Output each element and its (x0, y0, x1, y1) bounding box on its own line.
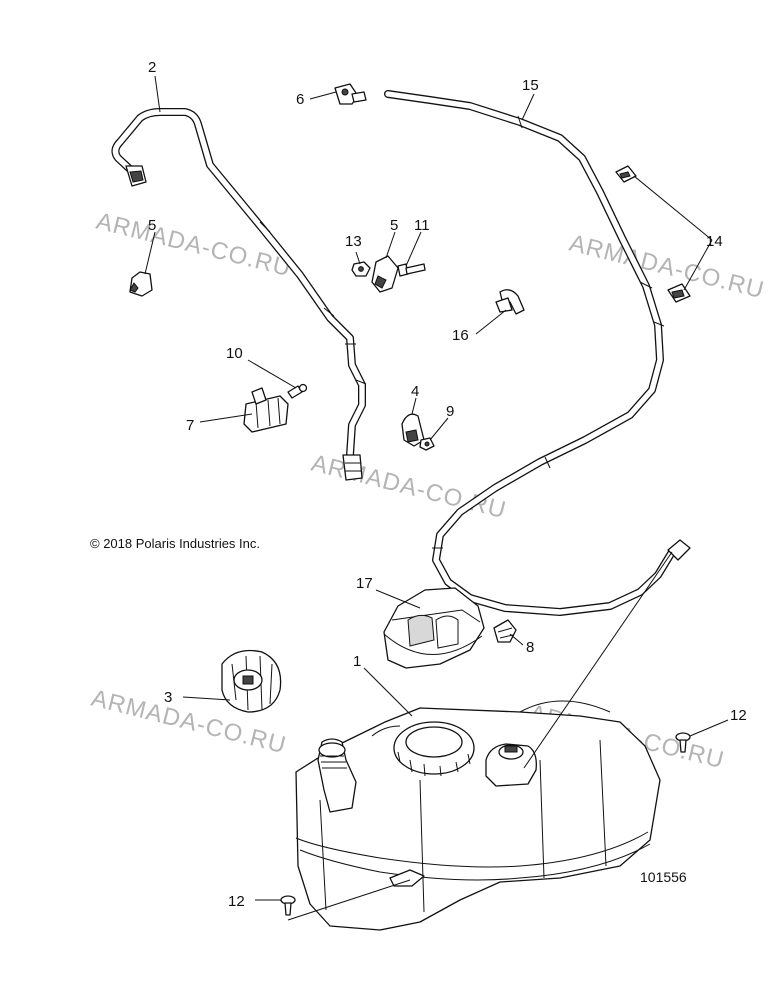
part-1-fuel-tank (295, 700, 661, 931)
callout-13: 13 (345, 233, 362, 250)
watermark-layer: ARMADA-CO.RU ARMADA-CO.RU ARMADA-CO.RU A… (89, 208, 768, 775)
callout-12-lower: 12 (228, 893, 245, 910)
part-12-screw-lower (280, 895, 296, 916)
part-11-bolt (397, 263, 426, 277)
part-10-screw (287, 383, 308, 399)
callout-5-center: 5 (390, 217, 398, 234)
watermark-2: ARMADA-CO.RU (567, 230, 768, 305)
diagram-reference-number: 101556 (640, 869, 687, 885)
part-12-screw-right (675, 732, 691, 753)
callout-10: 10 (226, 345, 243, 362)
part-2-fuel-line (111, 108, 367, 481)
callout-16: 16 (452, 327, 469, 344)
callout-15: 15 (522, 77, 539, 94)
callout-3: 3 (164, 689, 172, 706)
part-17-cover (383, 587, 485, 669)
watermark-1: ARMADA-CO.RU (94, 208, 295, 283)
part-9-nut (419, 437, 435, 451)
leader-lines (144, 75, 729, 921)
callout-14: 14 (706, 233, 723, 250)
callout-2: 2 (148, 59, 156, 76)
callout-12-right: 12 (730, 707, 747, 724)
callout-5-left: 5 (148, 217, 156, 234)
part-6-vent-valve (334, 83, 367, 105)
part-4-clamp (401, 413, 425, 447)
callout-labels: 2 6 15 5 13 5 11 14 16 10 7 4 9 17 8 1 3… (148, 59, 747, 910)
callout-6: 6 (296, 91, 304, 108)
part-5-clamp-left (129, 271, 153, 297)
callout-9: 9 (446, 403, 454, 420)
watermark-3: ARMADA-CO.RU (309, 450, 510, 525)
part-15-vent-hose (384, 90, 691, 616)
part-14-clip-lower (667, 283, 691, 303)
copyright-text: © 2018 Polaris Industries Inc. (90, 536, 260, 551)
callout-1: 1 (353, 653, 361, 670)
part-14-clip-upper (615, 165, 637, 183)
callout-7: 7 (186, 417, 194, 434)
callout-4: 4 (411, 383, 419, 400)
part-3-fuel-cap (221, 649, 282, 713)
part-16-clip (495, 289, 525, 315)
part-7-bracket (243, 387, 289, 433)
callout-8: 8 (526, 639, 534, 656)
callout-17: 17 (356, 575, 373, 592)
part-13-nut (351, 261, 371, 277)
part-5-clamp-center (371, 255, 399, 293)
part-8-clip (493, 619, 517, 643)
callout-11: 11 (414, 217, 430, 234)
